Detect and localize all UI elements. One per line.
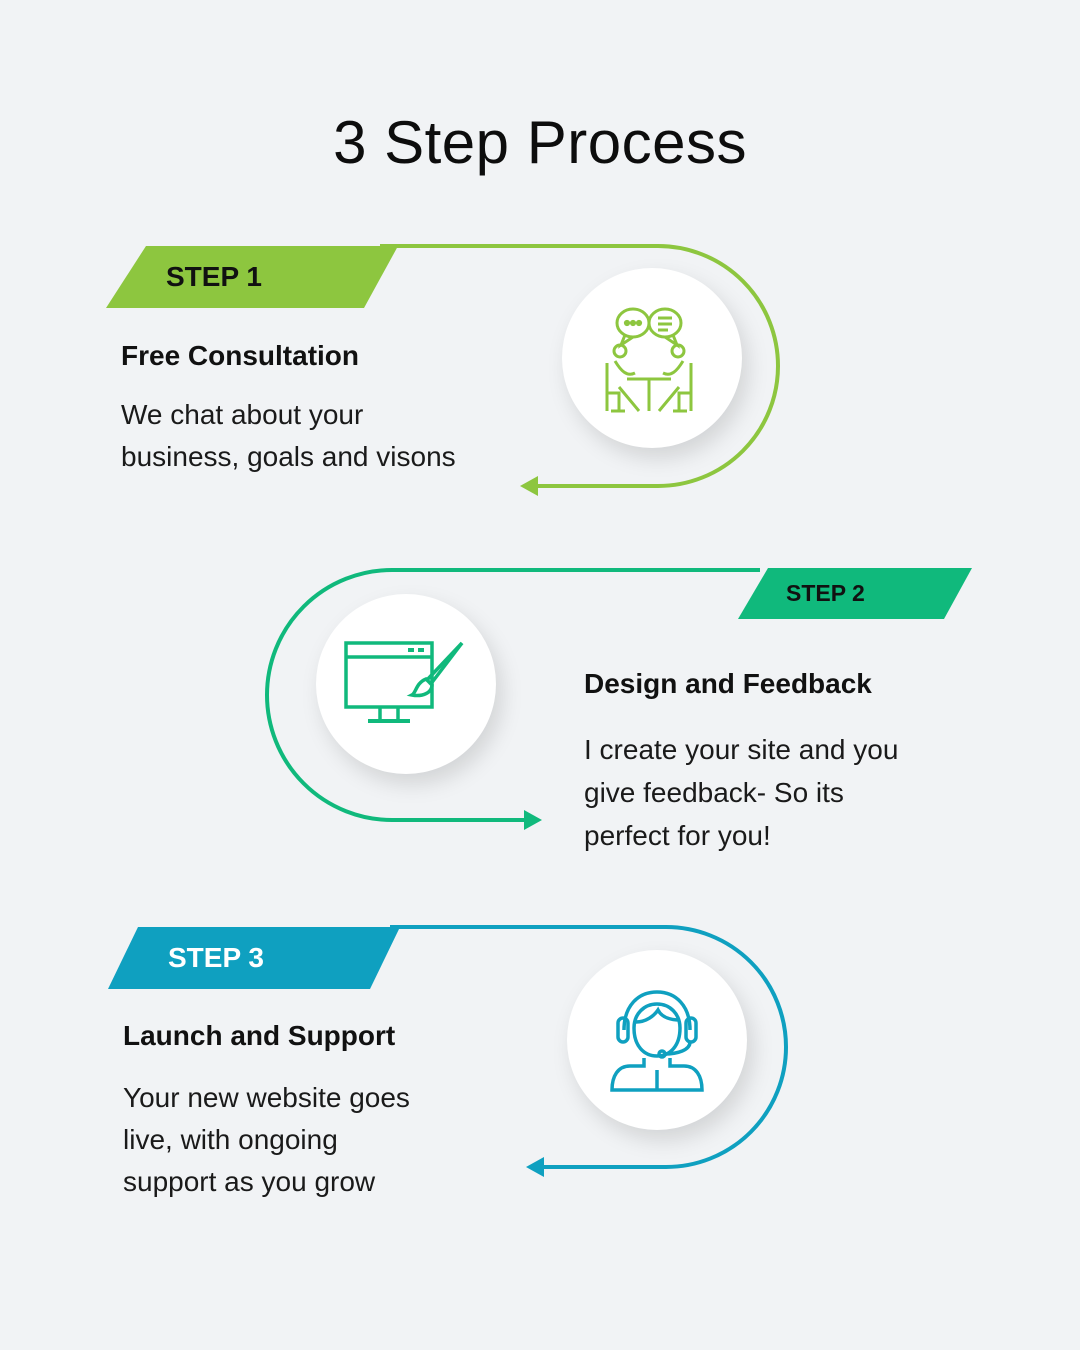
step-2-description: I create your site and you give feedback… — [584, 728, 898, 857]
step-3-heading: Launch and Support — [123, 1020, 396, 1051]
description-line: Your new website goes — [123, 1082, 410, 1113]
step-2-badge-shape — [738, 568, 972, 619]
arrow-right-icon — [524, 810, 542, 830]
step-3-icon-circle — [567, 950, 747, 1130]
arrow-left-icon — [520, 476, 538, 496]
step-2-heading: Design and Feedback — [584, 668, 872, 699]
web-design-monitor-brush-icon — [344, 641, 464, 723]
step-1-description: We chat about your business, goals and v… — [121, 394, 456, 478]
step-2-badge: STEP 2 — [786, 568, 865, 619]
step-1-heading: Free Consultation — [121, 340, 360, 371]
consultation-meeting-icon — [605, 307, 693, 413]
step-3-badge: STEP 3 — [168, 927, 264, 989]
description-line: I create your site and you — [584, 734, 899, 765]
step-2-badge-label: STEP 2 — [786, 580, 865, 606]
step-3-description: Your new website goes live, with ongoing… — [123, 1077, 410, 1203]
customer-support-headset-icon — [610, 990, 704, 1092]
step-2-icon-circle — [316, 594, 496, 774]
arrow-left-icon — [526, 1157, 544, 1177]
description-line: live, with ongoing — [123, 1124, 338, 1155]
description-line: We chat about your — [121, 399, 364, 430]
step-3-badge-label: STEP 3 — [168, 942, 264, 973]
step-1-badge: STEP 1 — [166, 246, 262, 308]
description-line: perfect for you! — [584, 820, 771, 851]
step-3-badge-shape — [108, 927, 400, 989]
step-1-badge-shape — [106, 246, 398, 308]
step-1-badge-label: STEP 1 — [166, 261, 262, 292]
step-1-icon-circle — [562, 268, 742, 448]
description-line: give feedback- So its — [584, 777, 844, 808]
description-line: support as you grow — [123, 1166, 376, 1197]
page-title: 3 Step Process — [333, 109, 747, 176]
description-line: business, goals and visons — [121, 441, 456, 472]
